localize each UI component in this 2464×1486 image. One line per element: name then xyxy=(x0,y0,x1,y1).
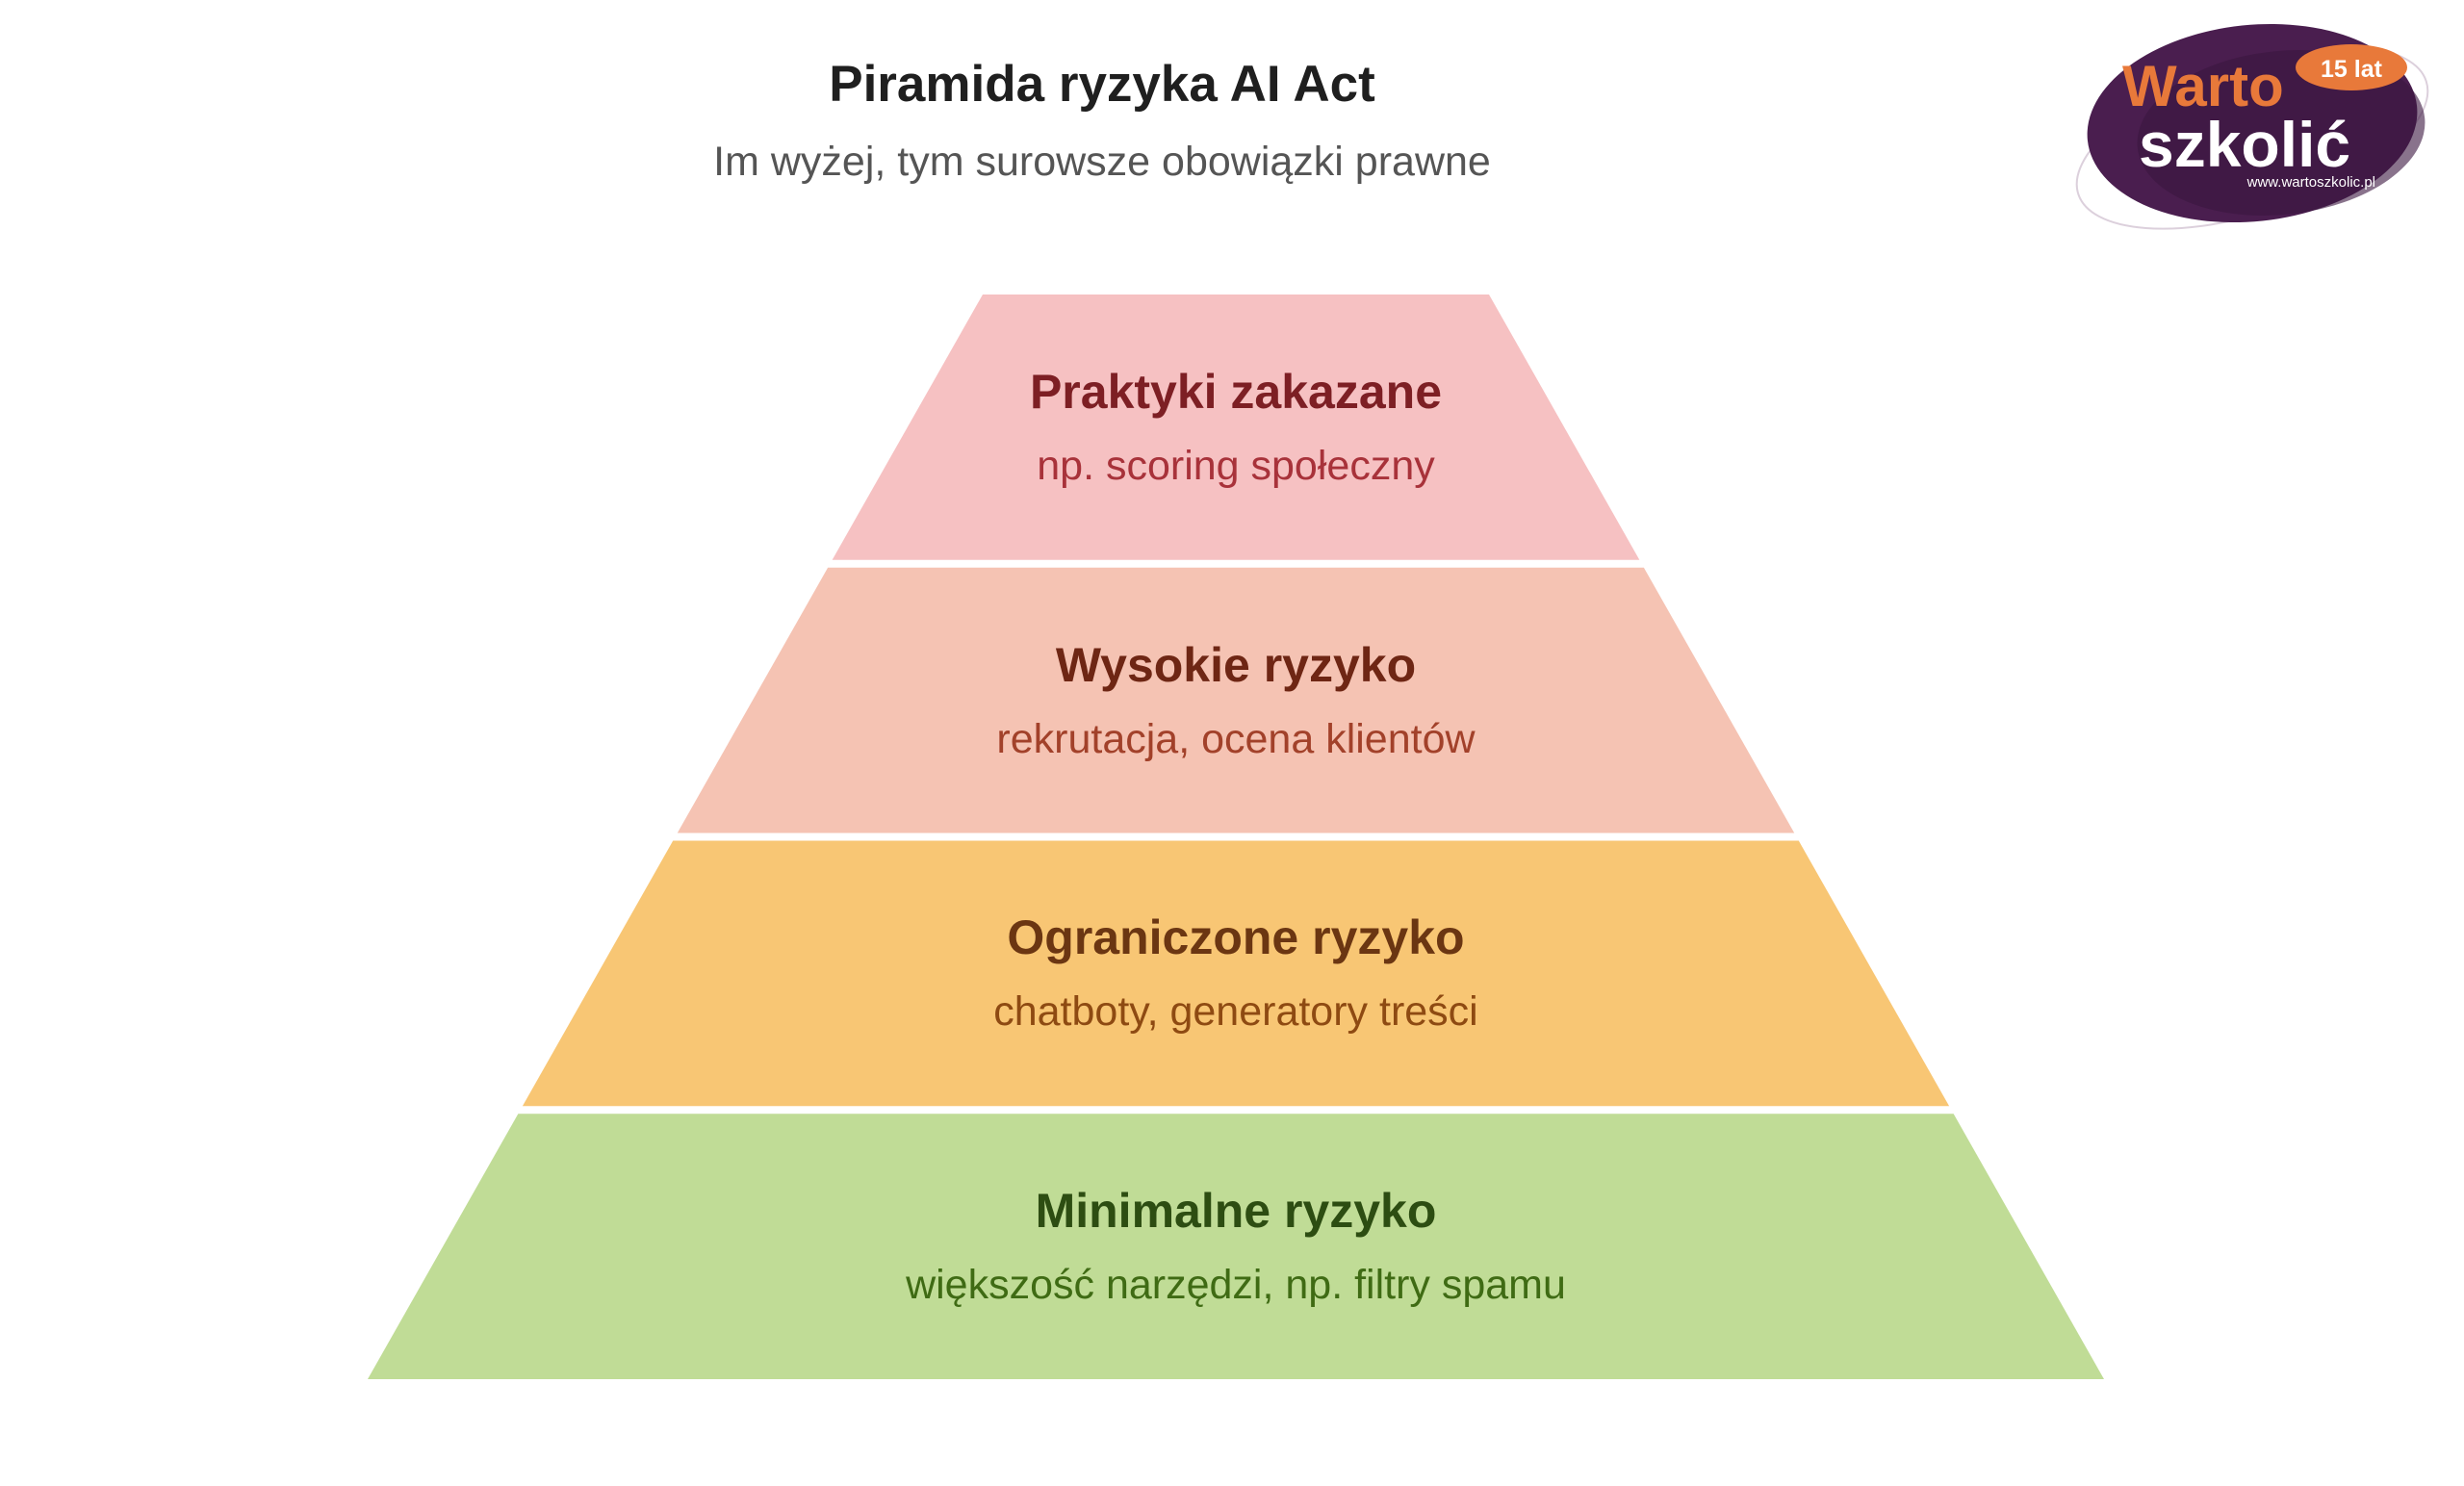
tier-name: Ograniczone ryzyko xyxy=(1007,910,1465,965)
logo-word-warto: Warto xyxy=(2122,54,2284,118)
tier-example: większość narzędzi, np. filtry spamu xyxy=(906,1262,1566,1309)
tier-name: Praktyki zakazane xyxy=(1029,364,1443,419)
page-title: Piramida ryzyka AI Act xyxy=(829,56,1375,113)
pyramid-tier-shape-2 xyxy=(677,567,1795,833)
pyramid-tier-shape-3 xyxy=(522,840,1950,1107)
logo-url: www.wartoszkolic.pl xyxy=(2246,174,2375,191)
pyramid-tier-1: Praktyki zakazane np. scoring społeczny xyxy=(833,295,1640,560)
pyramid-tier-shape-4 xyxy=(368,1114,2104,1379)
logo-badge-text: 15 lat xyxy=(2321,56,2383,83)
page-subtitle: Im wyżej, tym surowsze obowiązki prawne xyxy=(713,139,1491,185)
tier-name: Minimalne ryzyko xyxy=(1035,1184,1437,1239)
tier-example: np. scoring społeczny xyxy=(1037,442,1435,489)
logo-badge xyxy=(2296,44,2407,90)
header: Piramida ryzyka AI Act Im wyżej, tym sur… xyxy=(0,50,2464,191)
tier-name: Wysokie ryzyko xyxy=(1055,637,1417,692)
tier-example: rekrutacja, ocena klientów xyxy=(996,715,1476,762)
tier-example: chatboty, generatory treści xyxy=(993,988,1478,1036)
pyramid-tier-2: Wysokie ryzyko rekrutacja, ocena klientów xyxy=(678,568,1794,833)
pyramid-tier-3: Ograniczone ryzyko chatboty, generatory t… xyxy=(523,841,1949,1107)
pyramid-tier-shape-1 xyxy=(832,295,1640,560)
logo-word-szkolic: szkolić xyxy=(2139,109,2350,180)
logo-ellipse-shade xyxy=(2137,50,2426,216)
pyramid-tier-4: Minimalne ryzyko większość narzędzi, np. … xyxy=(368,1114,2104,1379)
wartoszkolic-logo: 15 lat Warto szkolić www.wartoszkolic.pl xyxy=(2075,23,2429,230)
